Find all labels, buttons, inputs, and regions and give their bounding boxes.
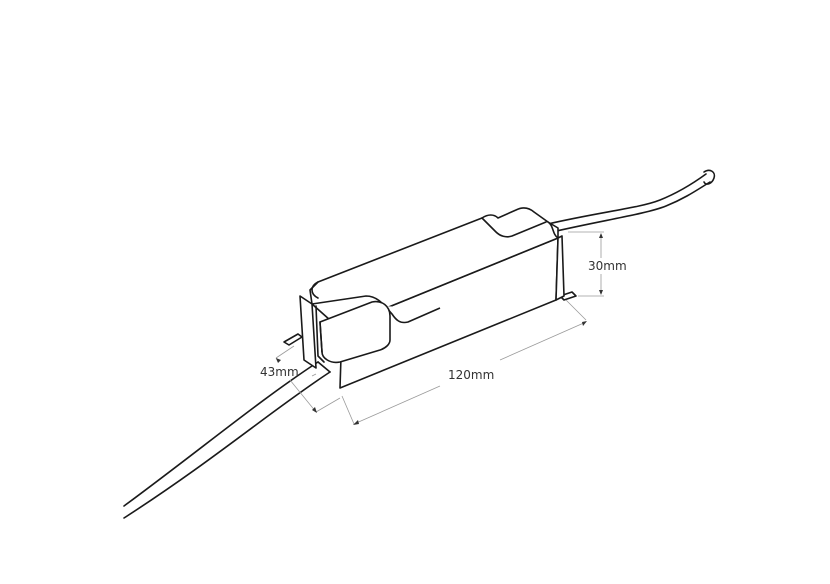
width-label: 43mm <box>260 365 299 379</box>
left-mounting-tab <box>283 333 303 346</box>
cable-entry-block <box>311 295 441 364</box>
length-label: 120mm <box>448 368 494 382</box>
height-label: 30mm <box>588 259 627 273</box>
dimension-height: 30mm <box>568 231 627 297</box>
input-cable <box>123 361 331 519</box>
dimension-length: 120mm <box>341 299 587 425</box>
right-mounting-tab <box>559 291 577 301</box>
dimension-width: 43mm <box>260 345 341 413</box>
output-cable <box>547 169 716 233</box>
